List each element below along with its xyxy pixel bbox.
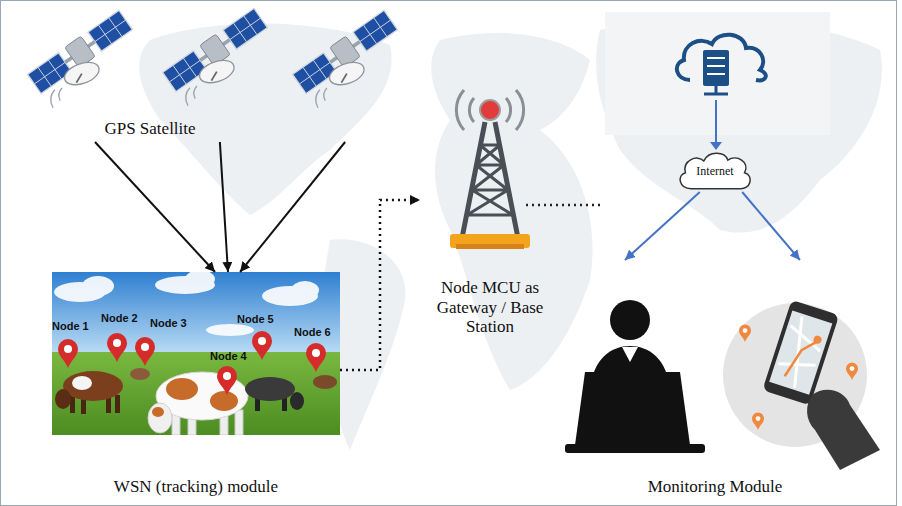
text-block: WSN (tracking) module: [52, 477, 340, 497]
text-block: GPS Satellite: [80, 119, 220, 139]
cow-brown: [115, 395, 120, 413]
pasture-photo: [52, 352, 340, 435]
cloud-server: [704, 86, 728, 94]
gps-satellites: [27, 8, 398, 108]
cloud-server: [605, 12, 830, 135]
cow-brown: [55, 389, 71, 409]
cloud-server: [605, 12, 830, 135]
sensor-node-label: Node 4: [210, 350, 247, 363]
pasture-photo: [217, 366, 237, 395]
sensor-node-label: Node 2: [101, 312, 138, 325]
gateway-tower: [467, 145, 513, 215]
pasture-photo: [58, 339, 78, 368]
text-block: Monitoring Module: [635, 477, 795, 497]
gateway-uplink: [526, 204, 600, 207]
cow-brown: [72, 376, 92, 390]
monitoring-module: Monitoring Module: [560, 260, 890, 500]
cow-black: [290, 392, 304, 410]
cow-black: [245, 377, 295, 401]
sensor-node-label: Node 6: [294, 326, 331, 339]
user-at-laptop: [565, 444, 705, 453]
phone-map-app: [762, 300, 839, 406]
gateway-tower: [450, 90, 530, 249]
pasture-photo: [252, 331, 272, 360]
connector-arrow: [340, 200, 420, 370]
cow-white-orange: [152, 407, 164, 417]
cloud-server: [703, 50, 729, 86]
phone-map-app: [846, 363, 858, 380]
server-to-internet-arrow: [715, 100, 717, 143]
pasture-photo: [130, 368, 150, 380]
gateway-tower: [456, 90, 523, 130]
cow-white-orange: [166, 378, 198, 400]
connector-arrow: [742, 192, 800, 260]
sensor-node-label: Node 3: [150, 317, 187, 330]
phone-map-app: [739, 325, 751, 342]
sensor-node-label: Node 5: [237, 313, 274, 326]
pasture-photo: [313, 375, 337, 389]
server-to-internet-arrow: [710, 142, 722, 150]
phone-map-app: [807, 390, 880, 470]
node-caption: Node MCU as Gateway / Base Station: [428, 278, 552, 337]
wsn-module: WSN (tracking) module: [52, 272, 340, 500]
module-caption: Monitoring Module: [635, 477, 795, 497]
cow-black: [245, 377, 304, 411]
pasture-photo: [206, 324, 254, 336]
connector-arrow: [220, 142, 228, 272]
gps-satellites: [292, 10, 398, 108]
phone-map-app: [752, 413, 764, 430]
phone-map-app: [723, 300, 880, 470]
phone-map-app: [773, 314, 829, 392]
gateway-tower: [462, 122, 518, 238]
pasture-photo: [291, 281, 319, 299]
pasture-photo: [306, 343, 326, 372]
connector-arrow: [95, 142, 215, 272]
pasture-photo: [107, 333, 127, 362]
gps-satellites: [27, 10, 133, 108]
gateway-tower: [480, 100, 500, 120]
text-block: Node MCU as Gateway / Base Station: [428, 278, 552, 337]
phone-map-app: [785, 335, 817, 382]
cow-white-orange: [235, 410, 243, 435]
user-at-laptop: [565, 300, 705, 453]
user-at-laptop: [575, 372, 690, 445]
cloud-server: [677, 35, 766, 81]
phone-map-app: [813, 335, 823, 345]
cow-white-orange: [210, 391, 238, 411]
text-block: Internet: [696, 165, 733, 179]
pasture-photo: [135, 337, 155, 366]
gateway-station: Node MCU as Gateway / Base Station: [420, 85, 560, 340]
cloud-outline: [680, 153, 750, 189]
module-caption: WSN (tracking) module: [52, 477, 340, 497]
pasture-photo: [54, 272, 319, 336]
phone-map-app: [769, 310, 832, 394]
sensor-node-label: Node 1: [52, 320, 89, 333]
user-at-laptop: [610, 300, 650, 340]
user-at-laptop: [622, 347, 638, 362]
gps-satellites: [162, 8, 268, 106]
pasture-photo: [82, 276, 114, 296]
cow-brown: [63, 371, 123, 401]
phone-map-app: [762, 300, 839, 406]
pasture-photo: [185, 272, 215, 288]
cloud-server: [707, 58, 725, 74]
connector-arrow: [240, 142, 345, 272]
pasture-photo: [52, 272, 340, 435]
cow-brown: [55, 371, 123, 414]
cloud-label: Internet: [696, 165, 733, 179]
cow-white-orange: [148, 403, 172, 433]
gateway-tower: [456, 244, 524, 249]
node-caption: GPS Satellite: [80, 119, 220, 139]
connector-arrow: [625, 192, 700, 260]
server-to-internet-arrow: [710, 100, 722, 150]
internet-cloud: Internet: [675, 150, 755, 192]
satellite-group: GPS Satellite: [20, 10, 395, 142]
gateway-tower: [450, 234, 530, 248]
